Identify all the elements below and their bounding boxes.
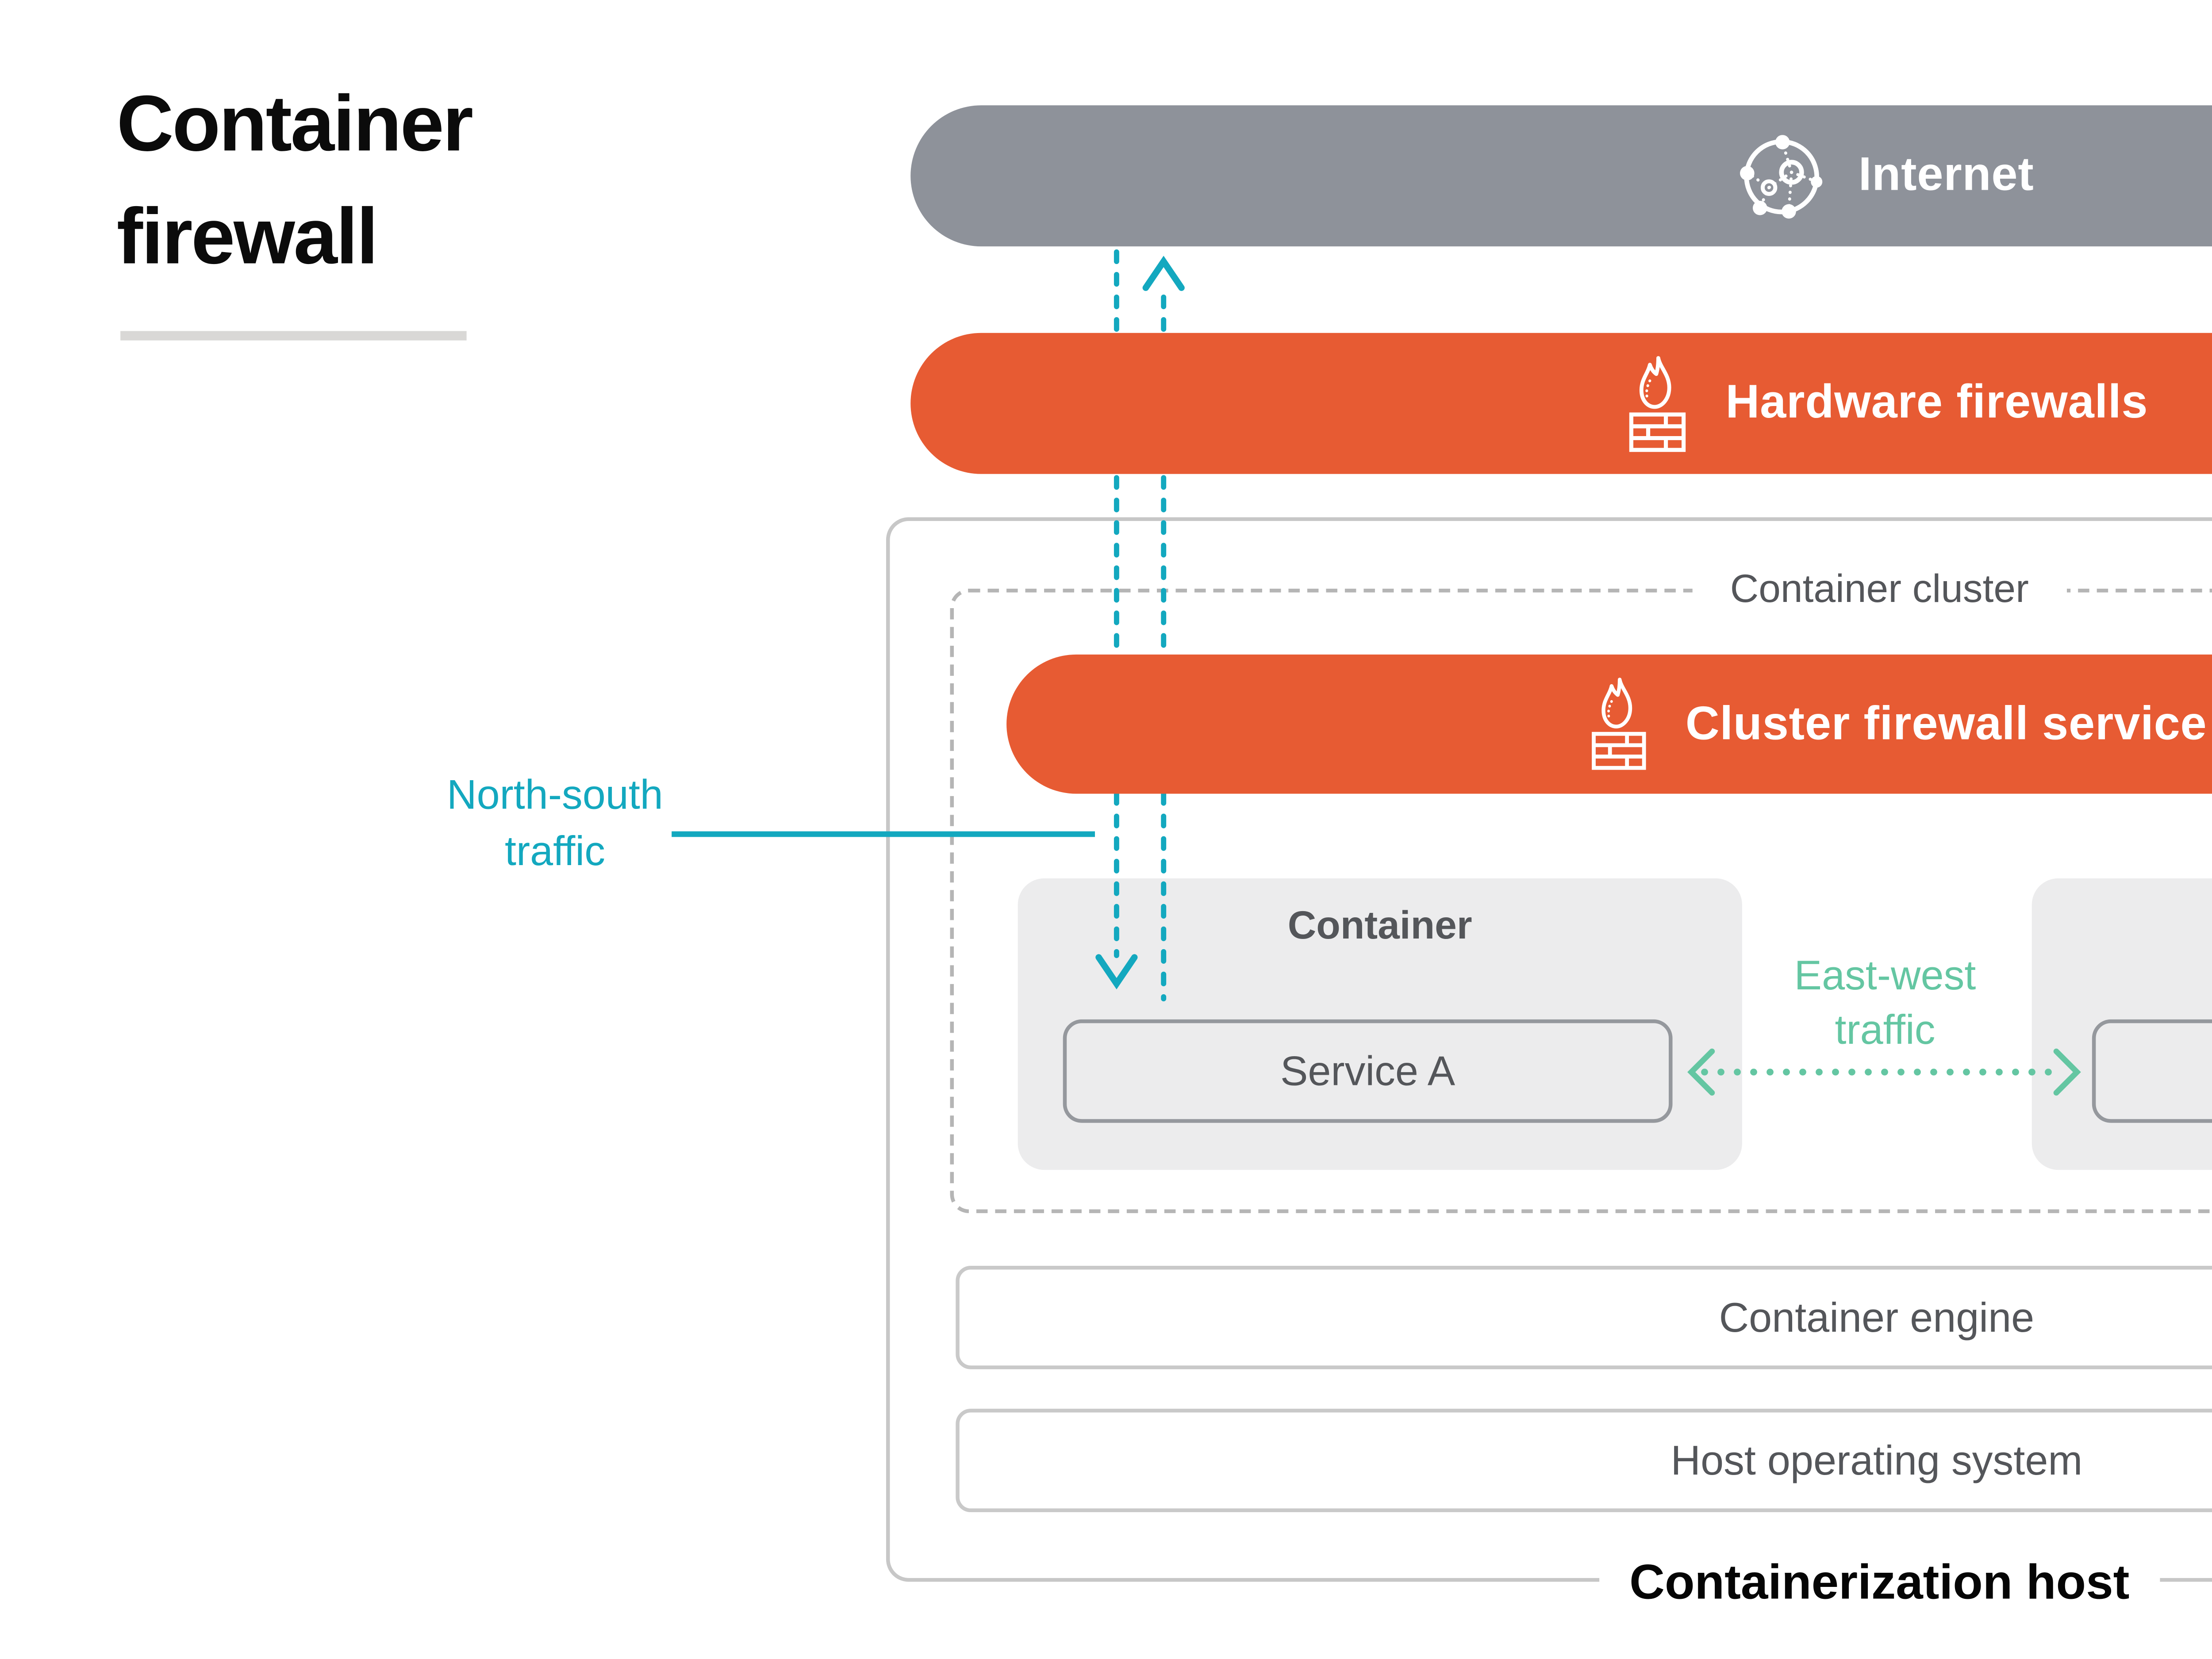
page-title-line2: firewall [116,192,379,280]
east-west-traffic-label-line2: traffic [1835,1006,1936,1054]
page-title-line1: Container [116,79,473,168]
container-cluster-label: Container cluster [1692,564,2066,615]
host-operating-system-label: Host operating system [1671,1436,2083,1483]
title-divider [120,331,467,341]
north-south-traffic-label-line2: traffic [504,828,605,875]
hardware-firewalls-label: Hardware firewalls [1725,376,2148,429]
north-south-traffic-label-line1: North-south [447,771,663,818]
east-west-traffic-label-line1: East-west [1794,951,1976,999]
container-left-title: Container [1287,904,1472,948]
internet-bar: Internet [910,105,2212,247]
container-right-title: Container [2032,904,2212,950]
container-cluster-box [950,589,2212,1213]
page-title: Container firewall [116,68,473,293]
container-engine-box: Container engine [956,1265,2212,1369]
host-operating-system-box: Host operating system [956,1409,2212,1513]
east-west-traffic-label: East-west traffic [1735,948,2035,1057]
firewall-icon [1624,355,1692,452]
service-b-box: Service B [2092,1019,2212,1123]
north-south-connector-line [672,831,1095,836]
service-a-label: Service A [1280,1046,1455,1094]
internet-icon [1738,133,1825,219]
internet-label: Internet [1858,148,2034,202]
firewall-icon [1586,677,1652,771]
container-engine-label: Container engine [1719,1293,2035,1340]
cluster-firewall-service-label: Cluster firewall service [1685,697,2207,750]
containerization-host-label: Containerization host [1599,1553,2160,1610]
cluster-firewall-service-bar: Cluster firewall service [1006,654,2212,794]
service-a-box: Service A [1063,1019,1673,1123]
north-south-traffic-label: North-south traffic [386,767,724,880]
hardware-firewalls-bar: Hardware firewalls [910,333,2212,474]
